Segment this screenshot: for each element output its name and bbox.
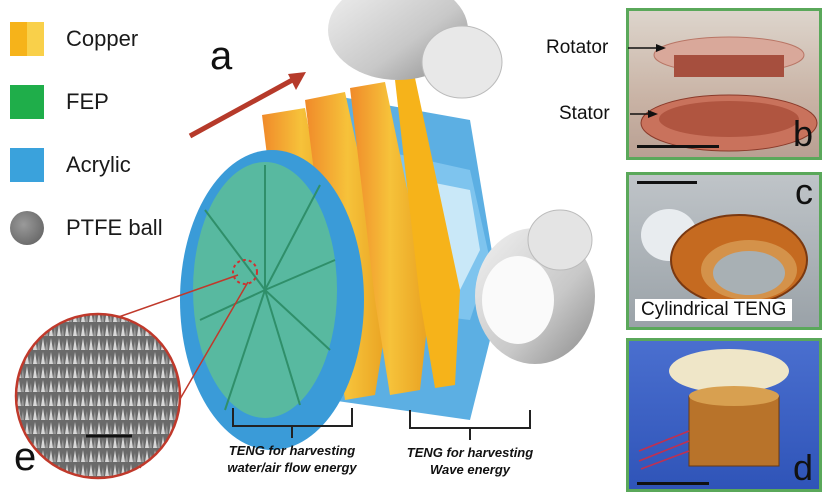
caption-right-line1: TENG for harvesting (406, 445, 534, 460)
panel-c: c Cylindrical TENG (626, 172, 822, 330)
legend-item-ptfe: PTFE ball (10, 211, 163, 245)
caption-right-line2: Wave energy (430, 462, 510, 477)
panel-label-e: e (14, 435, 37, 479)
zoom-region-marker (232, 259, 258, 285)
caption-left-line1: TENG for harvesting (228, 443, 356, 458)
copper-swatch (10, 22, 44, 56)
panel-d-photo (638, 349, 789, 470)
panel-b: b (626, 8, 822, 160)
fep-sector-lines (199, 165, 336, 411)
panel-d-scalebar (637, 482, 709, 485)
panel-label-d: d (792, 447, 813, 488)
legend-label-acrylic: Acrylic (66, 152, 131, 177)
legend-item-acrylic: Acrylic (10, 148, 131, 182)
ptfe-swatch (10, 211, 44, 245)
panel-label-a: a (210, 34, 233, 78)
panel-c-caption: Cylindrical TENG (635, 299, 793, 321)
panel-label-c: c (795, 172, 813, 212)
fep-swatch (10, 85, 44, 119)
legend-item-fep: FEP (10, 85, 109, 119)
legend-label-ptfe: PTFE ball (66, 215, 163, 240)
panel-b-scalebar (637, 145, 719, 148)
legend-label-fep: FEP (66, 89, 109, 114)
panel-c-photo (641, 209, 808, 306)
sem-inset (14, 312, 182, 480)
caption-left-line2: water/air flow energy (227, 460, 357, 475)
ptfe-balls (328, 0, 595, 364)
brace-left (232, 408, 353, 438)
panel-d: d (626, 338, 822, 492)
label-rotator: Rotator (546, 37, 609, 58)
panel-c-scalebar (637, 181, 697, 184)
panel-b-photo (640, 36, 818, 152)
caption-left: TENG for harvesting water/air flow energ… (212, 442, 372, 476)
zoom-line-top (109, 274, 239, 321)
label-stator: Stator (559, 103, 610, 124)
direction-arrow (188, 72, 306, 139)
panel-label-b: b (792, 113, 813, 154)
legend-item-copper: Copper (10, 22, 138, 56)
acrylic-swatch (10, 148, 44, 182)
legend-label-copper: Copper (66, 26, 139, 51)
brace-right (409, 410, 531, 440)
caption-right: TENG for harvesting Wave energy (392, 444, 548, 478)
